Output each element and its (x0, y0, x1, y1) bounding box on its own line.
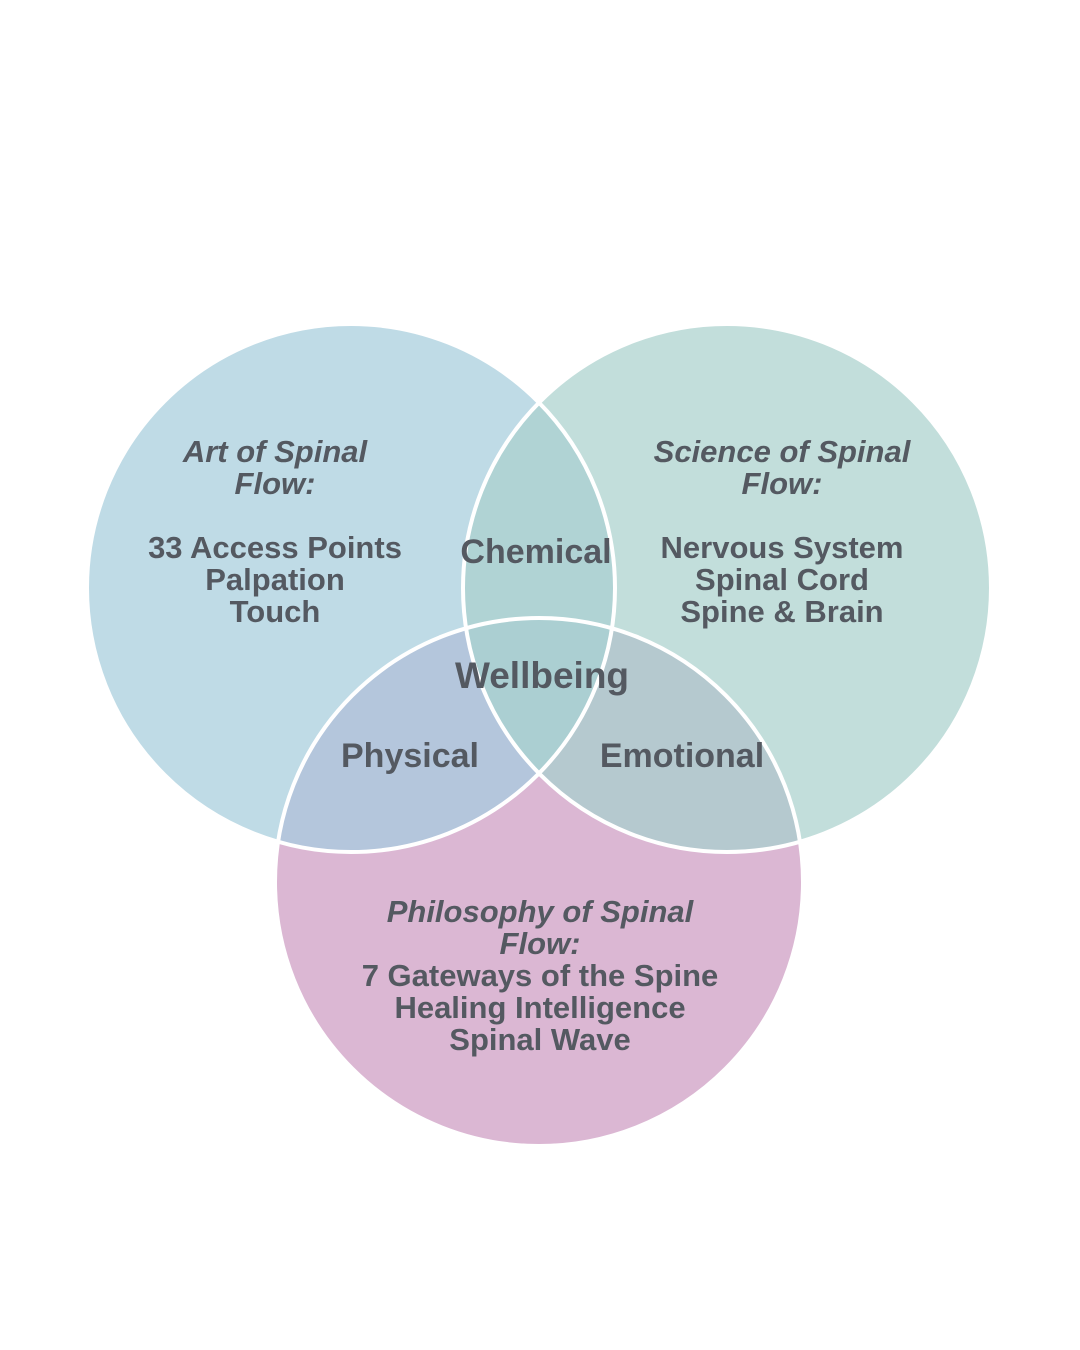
wellbeing-label: Wellbeing (454, 655, 630, 696)
outline-art (85, 322, 617, 854)
philosophy-item: Healing Intelligence (394, 990, 686, 1025)
science-title-line2: Flow: (741, 466, 823, 501)
science-item: Spine & Brain (680, 594, 884, 629)
emotional-label: Emotional (599, 737, 765, 775)
philosophy-title-line1: Philosophy of Spinal (386, 894, 694, 929)
art-title-line2: Flow: (234, 466, 316, 501)
art-item: Palpation (205, 562, 345, 597)
philosophy-text-block: Philosophy of Spinal Flow: 7 Gateways of… (320, 896, 760, 1056)
chemical-label: Chemical (460, 533, 612, 571)
philosophy-title-line2: Flow: (499, 926, 581, 961)
art-title-line1: Art of Spinal (182, 434, 368, 469)
art-item: 33 Access Points (148, 530, 402, 565)
outline-philosophy (273, 616, 805, 1148)
science-item: Nervous System (660, 530, 904, 565)
overlap-emotional (463, 618, 803, 852)
science-text-block: Science of Spinal Flow: Nervous System S… (592, 436, 972, 628)
art-text-block: Art of Spinal Flow: 33 Access Points Pal… (100, 436, 450, 628)
science-item: Spinal Cord (695, 562, 869, 597)
physical-label: Physical (341, 737, 479, 775)
art-item: Touch (229, 594, 321, 629)
overlap-physical (275, 618, 615, 852)
outline-science (461, 322, 993, 854)
science-title-line1: Science of Spinal (653, 434, 911, 469)
philosophy-item: Spinal Wave (449, 1022, 631, 1057)
philosophy-item: 7 Gateways of the Spine (361, 958, 719, 993)
